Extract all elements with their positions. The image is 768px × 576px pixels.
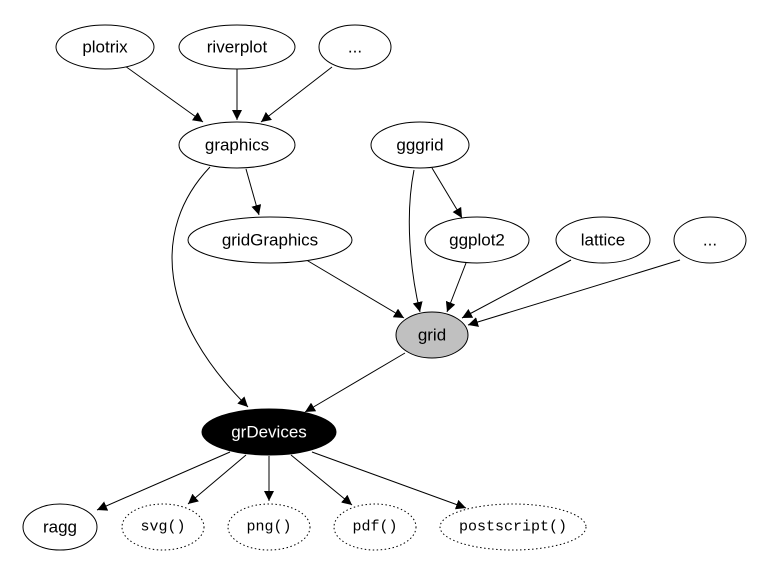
edge-grdevices-pdf [290,454,353,506]
node-gggrid-label: gggrid [396,136,443,155]
edge-lattice-grid [461,259,572,319]
edge-graphics-gridgraphics [245,168,262,216]
node-postscript-label: postscript() [459,519,567,536]
node-dots-right: ... [673,216,747,264]
edge-grdevices-ragg [96,451,231,511]
edge-plotrix-graphics [124,65,204,123]
node-pdf: pdf() [333,503,417,551]
node-grid-label: grid [418,326,446,345]
node-graphics-label: graphics [205,136,269,155]
node-grid: grid [395,311,469,359]
nodes: plotrix riverplot ... graphics gggrid gr… [22,24,747,551]
node-ggplot2-label: ggplot2 [449,231,505,250]
edge-ggplot2-grid [445,262,467,313]
node-png-label: png() [246,519,291,536]
edge-grdevices-postscript [311,451,467,510]
node-png: png() [227,503,311,551]
node-gridgraphics: gridGraphics [187,216,353,264]
edge-dots-right-grid [467,259,681,327]
node-svg-label: svg() [140,519,185,536]
edge-dots-top-graphics [260,66,333,123]
edges [96,65,681,511]
node-plotrix: plotrix [55,24,155,70]
edge-grdevices-svg [187,454,247,505]
node-gggrid: gggrid [370,121,470,169]
node-svg: svg() [121,503,205,551]
node-plotrix-label: plotrix [82,38,128,57]
edge-gridgraphics-grid [302,257,405,319]
node-grdevices-label: grDevices [231,423,307,442]
node-ggplot2: ggplot2 [424,216,530,264]
node-ragg-label: ragg [43,518,77,537]
node-pdf-label: pdf() [352,519,397,536]
node-postscript: postscript() [439,503,587,551]
edge-graphics-grdevices [171,166,249,408]
node-lattice: lattice [555,216,651,264]
node-ragg: ragg [22,503,98,551]
node-dots-top-label: ... [348,38,362,57]
edge-grid-grdevices [304,352,406,413]
node-riverplot: riverplot [178,24,296,70]
node-dots-right-label: ... [703,231,717,250]
node-lattice-label: lattice [581,231,625,250]
node-riverplot-label: riverplot [207,38,268,57]
edge-gggrid-ggplot2 [431,167,463,219]
node-graphics: graphics [178,121,296,169]
node-gridgraphics-label: gridGraphics [222,231,318,250]
edge-gggrid-grid [408,169,423,313]
node-grdevices: grDevices [201,408,337,456]
node-dots-top: ... [318,24,392,70]
